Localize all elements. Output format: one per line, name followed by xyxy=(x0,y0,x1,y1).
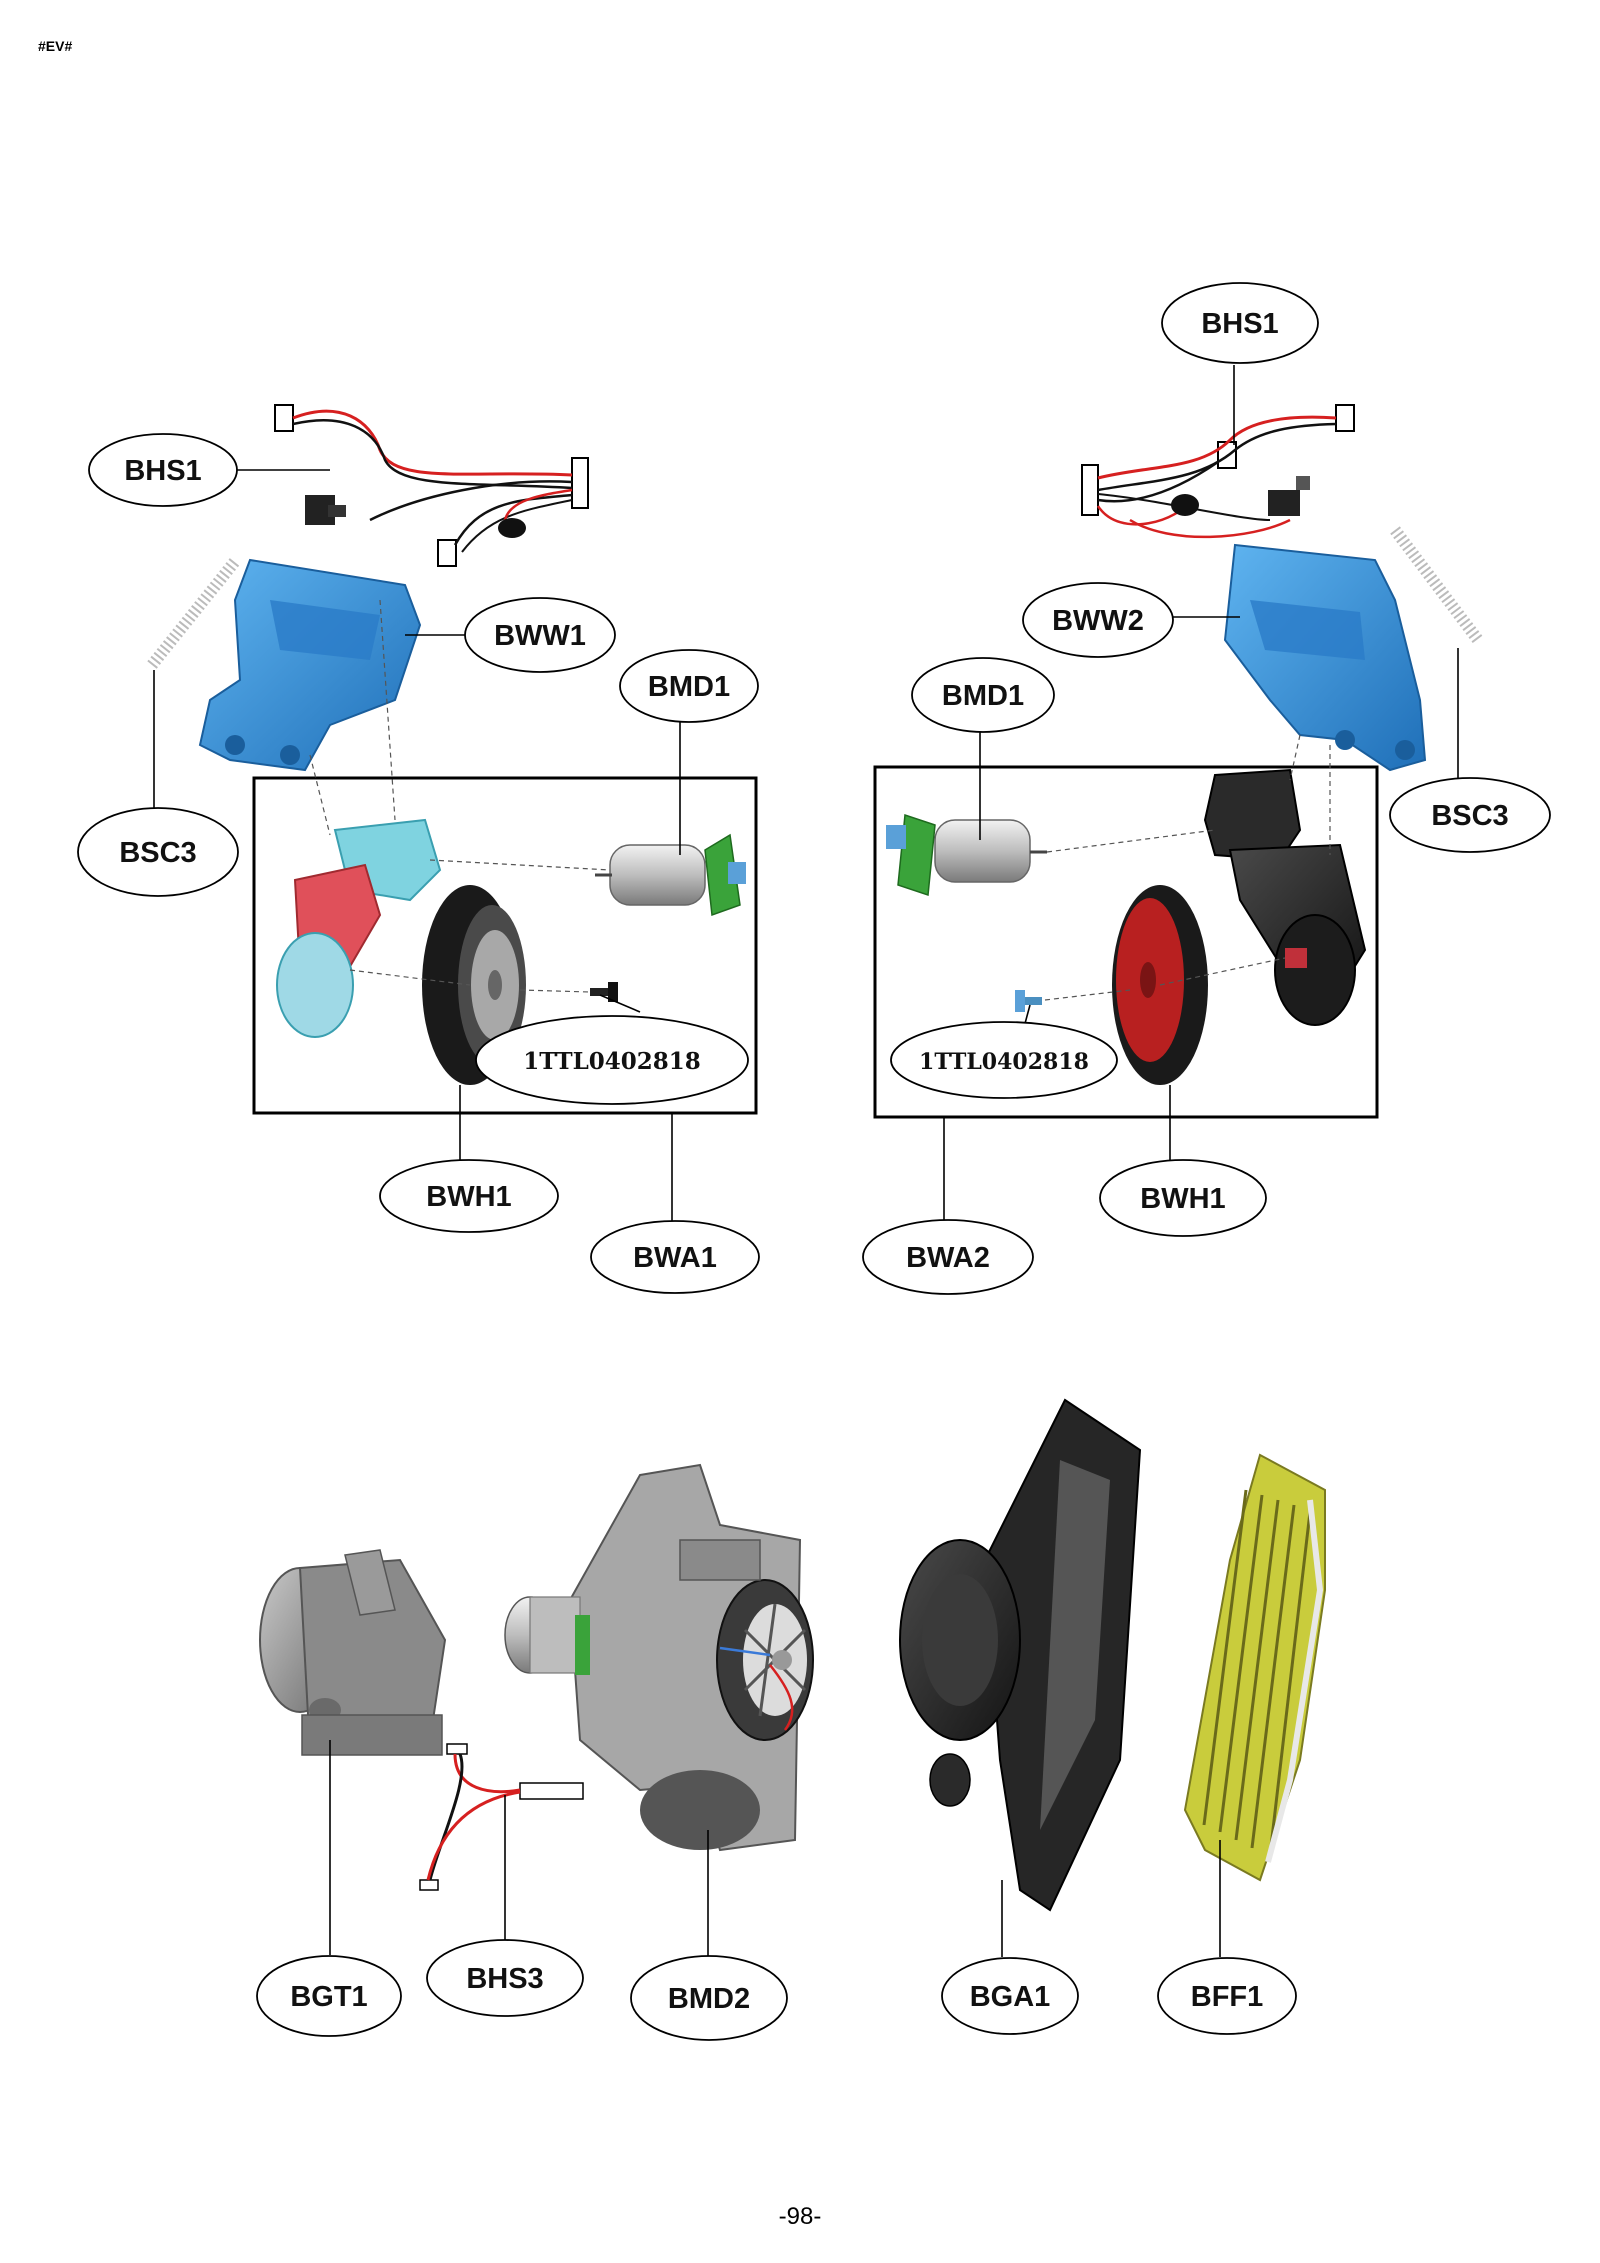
callout-bga1: BGA1 xyxy=(941,1957,1079,2035)
callout-label: BMD1 xyxy=(942,680,1024,712)
callout-label: BWH1 xyxy=(1140,1183,1225,1215)
right-wire-harness xyxy=(1081,404,1355,539)
right-wheel-cover xyxy=(1203,768,1367,1026)
callout-label: BWW2 xyxy=(1052,605,1144,637)
callout-bhs3: BHS3 xyxy=(426,1939,584,2017)
callout-bgt1: BGT1 xyxy=(256,1955,402,2037)
fan-gasket-housing xyxy=(899,1398,1142,1912)
fan-guide-part xyxy=(259,1549,447,1756)
callout-label: BGA1 xyxy=(970,1981,1051,2013)
callout-right-bmd1: BMD1 xyxy=(911,657,1055,733)
callout-label: BHS3 xyxy=(466,1963,543,1995)
left-spring xyxy=(147,556,241,669)
callout-left-bwa1: BWA1 xyxy=(590,1220,760,1294)
left-wheel-cover xyxy=(276,818,442,1038)
callout-label: BHS1 xyxy=(1201,308,1278,340)
callout-left-bwh1: BWH1 xyxy=(379,1159,559,1233)
callout-left-bmd1: BMD1 xyxy=(619,649,759,723)
callout-right-bwh1: BWH1 xyxy=(1099,1159,1267,1237)
left-guide-lines xyxy=(309,599,611,993)
callout-left-part-number: 1TTL0402818 xyxy=(475,1015,749,1105)
callout-label: BGT1 xyxy=(290,1981,367,2013)
callout-bmd2: BMD2 xyxy=(630,1955,788,2041)
right-spring xyxy=(1390,526,1483,644)
callout-label: BWH1 xyxy=(426,1181,511,1213)
callout-label: BWA2 xyxy=(906,1242,990,1274)
right-guide-lines xyxy=(1044,734,1331,1001)
callout-label: BHS1 xyxy=(124,455,201,487)
page-number: -98- xyxy=(778,2203,822,2230)
fan-wire-harness xyxy=(419,1743,584,1891)
callout-right-bhs1: BHS1 xyxy=(1161,282,1319,364)
right-module-box xyxy=(873,765,1379,1119)
left-wheel-tire xyxy=(422,885,526,1085)
left-module-box xyxy=(252,776,758,1115)
callout-bff1: BFF1 xyxy=(1157,1957,1297,2035)
fan-motor xyxy=(504,1463,814,1852)
right-wheel-assembly xyxy=(873,404,1483,1119)
callout-label: BSC3 xyxy=(119,837,196,869)
left-wire-harness xyxy=(274,404,589,567)
callout-right-bwa2: BWA2 xyxy=(862,1219,1034,1295)
left-wheel-assembly xyxy=(147,404,758,1115)
callout-left-bhs1: BHS1 xyxy=(88,433,238,507)
left-drive-motor xyxy=(595,833,746,917)
left-wheel-frame xyxy=(198,558,422,772)
callout-left-bsc3: BSC3 xyxy=(77,807,239,897)
fan-assembly xyxy=(259,1398,1326,1912)
document-mark: #EV# xyxy=(38,38,73,54)
right-wheel-frame xyxy=(1223,543,1427,772)
callout-label: BMD2 xyxy=(668,1983,750,2015)
callout-right-bsc3: BSC3 xyxy=(1389,777,1551,853)
callout-left-bww1: BWW1 xyxy=(464,597,616,673)
callout-label: 1TTL0402818 xyxy=(523,1048,701,1075)
right-drive-motor xyxy=(886,813,1047,897)
callout-right-part-number: 1TTL0402818 xyxy=(890,1021,1118,1099)
callout-label: BWA1 xyxy=(633,1242,717,1274)
callout-label: BMD1 xyxy=(648,671,730,703)
callout-right-bww2: BWW2 xyxy=(1022,582,1174,658)
right-screw xyxy=(1015,990,1042,1012)
left-screw xyxy=(590,982,618,1002)
callout-label: BSC3 xyxy=(1431,800,1508,832)
callout-label: 1TTL0402818 xyxy=(919,1049,1089,1075)
callout-label: BFF1 xyxy=(1191,1981,1264,2013)
callout-label: BWW1 xyxy=(494,620,586,652)
fan-filter xyxy=(1183,1453,1326,1882)
